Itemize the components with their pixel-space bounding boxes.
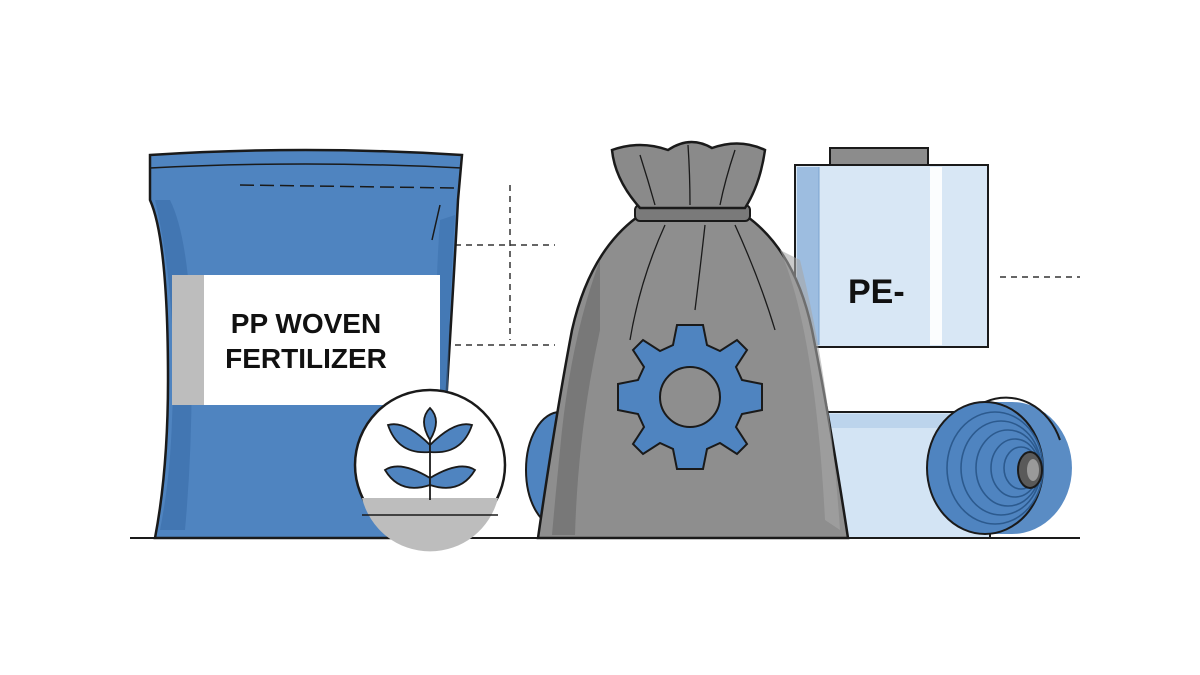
pe-film-roll: [813, 396, 1072, 539]
gear-sack: [536, 140, 850, 540]
pe-film-box: PE-: [794, 147, 989, 348]
plant-sprout-icon: [383, 406, 477, 500]
bag-label-line1: PP WOVEN: [231, 308, 381, 339]
bag-label-line2: FERTILIZER: [225, 343, 387, 374]
pe-box-label: PE-: [848, 273, 905, 311]
gear-icon: [617, 324, 763, 470]
plant-badge: [353, 388, 507, 552]
dashed-connectors: [455, 185, 1080, 346]
